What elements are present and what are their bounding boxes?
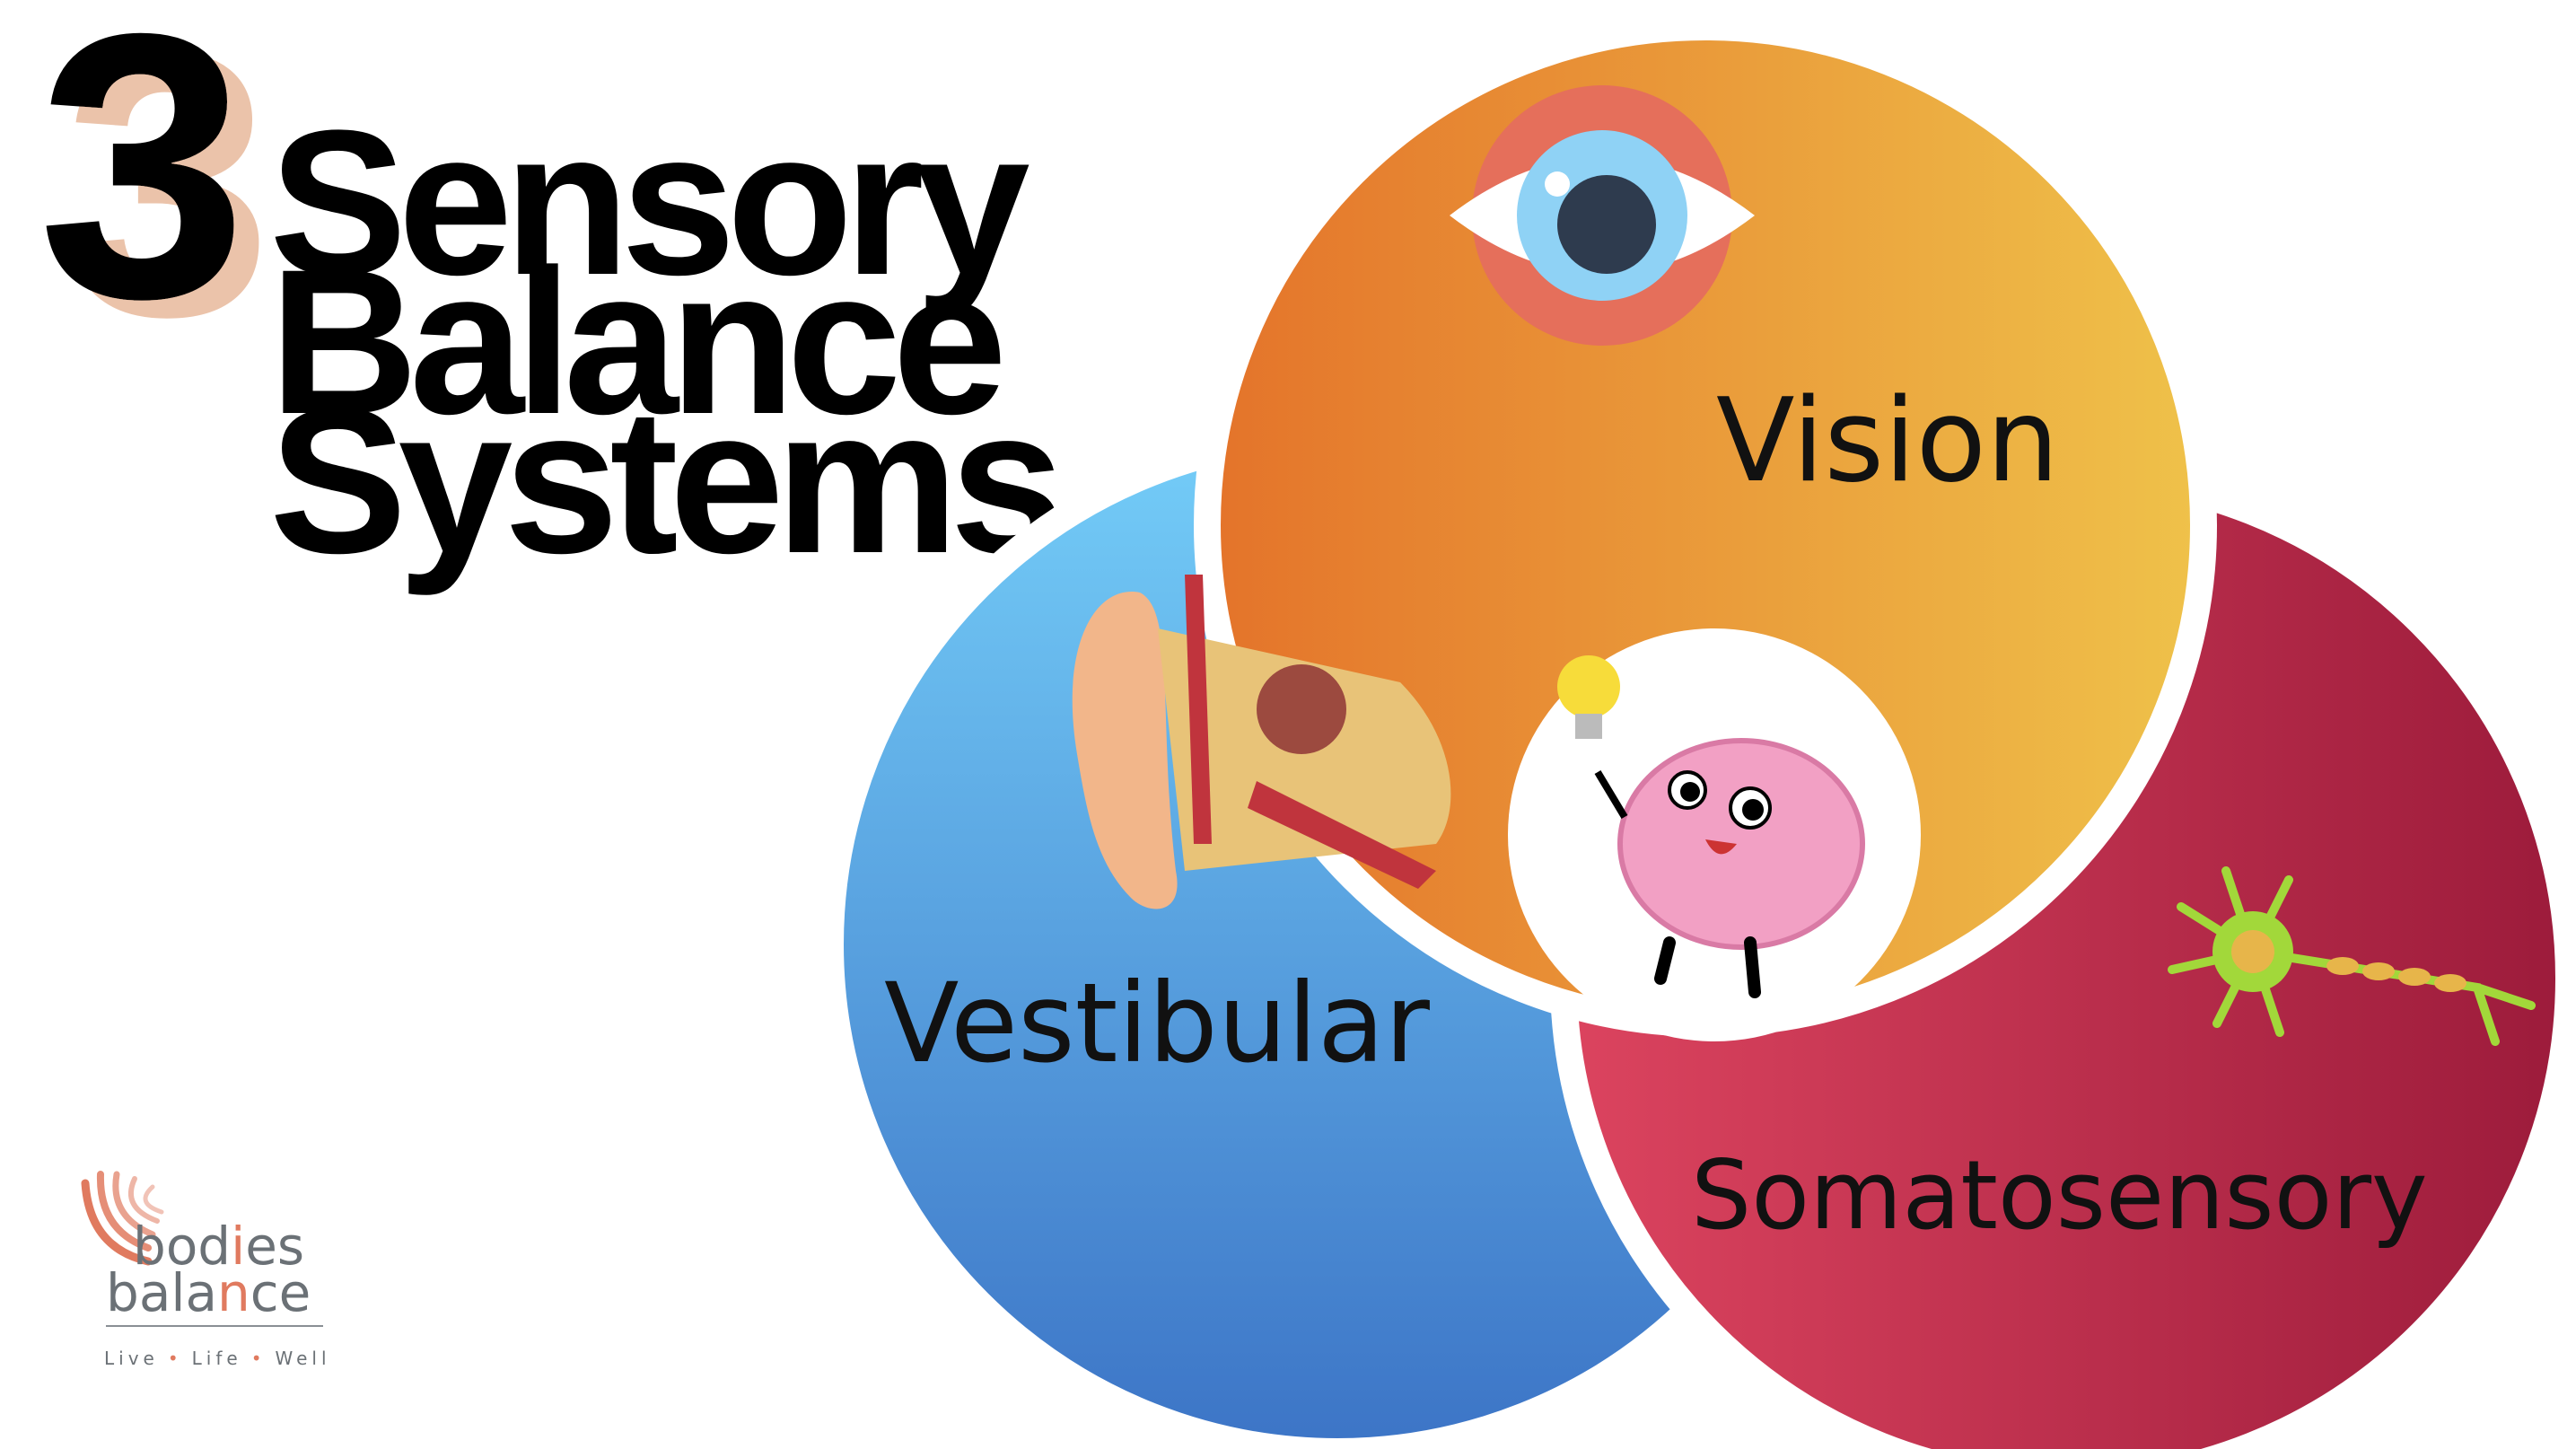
swirl-icon: [81, 1171, 164, 1266]
logo-line2-b: ce: [250, 1262, 311, 1323]
title: 3 Sensory Balance Systems: [38, 0, 1065, 596]
title-line-1: Sensory: [269, 87, 1030, 318]
tagline-well: Well: [275, 1348, 330, 1369]
somatosensory-label: Somatosensory: [1691, 1140, 2428, 1251]
bodies-balance-logo: bodies balance Live•Life•Well: [81, 1171, 331, 1369]
brain-icon: [1557, 655, 1865, 998]
title-line-3: Systems: [269, 365, 1056, 596]
svg-text:balance: balance: [106, 1262, 311, 1323]
logo-line2-a: bala: [106, 1262, 217, 1323]
neuron-icon: [2168, 866, 2536, 1046]
inner-ear-icon: [1072, 575, 1451, 909]
title-number: 3: [38, 0, 239, 377]
eye-icon: [1450, 85, 1755, 346]
svg-text:Live•Life•Well: Live•Life•Well: [104, 1348, 331, 1369]
tagline-live: Live: [104, 1348, 159, 1369]
title-line-2: Balance: [269, 226, 1001, 457]
vision-label: Vision: [1716, 374, 2059, 508]
vestibular-label: Vestibular: [884, 960, 1431, 1087]
logo-line2-accent: n: [217, 1262, 250, 1323]
logo-line1-b: es: [245, 1216, 304, 1277]
svg-text:bodies: bodies: [133, 1216, 304, 1277]
tagline-life: Life: [192, 1348, 242, 1369]
logo-line1-a: bod: [133, 1216, 231, 1277]
logo-line1-accent: i: [231, 1216, 245, 1277]
